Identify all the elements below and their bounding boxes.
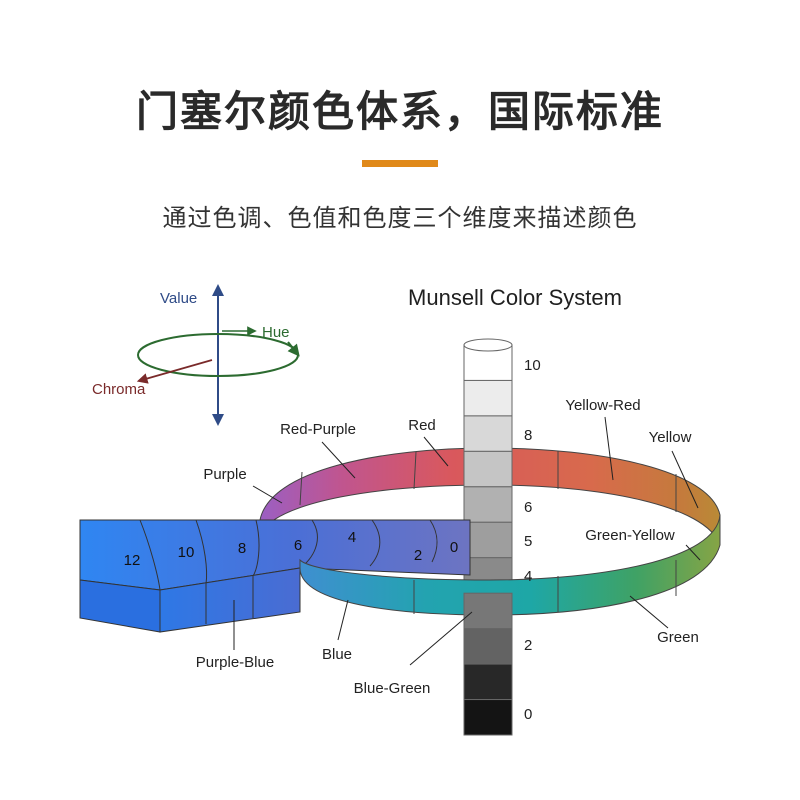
chroma-label: 6	[294, 537, 302, 554]
value-segment	[464, 416, 512, 451]
hue-label-yellow: Yellow	[649, 429, 692, 446]
value-label: 6	[524, 499, 532, 516]
hue-pointer-blue	[338, 600, 348, 640]
chroma-label: 4	[348, 529, 356, 546]
hue-label-green-yellow: Green-Yellow	[585, 527, 675, 544]
value-segment	[464, 700, 512, 735]
value-segment	[464, 380, 512, 415]
value-segment	[464, 522, 512, 557]
hue-label-red: Red	[408, 417, 436, 434]
chroma-label: 0	[450, 539, 458, 556]
value-legend-label: Value	[160, 290, 197, 307]
hue-legend-label: Hue	[262, 324, 290, 341]
chroma-label: 10	[178, 544, 195, 561]
diagram-heading: Munsell Color System	[408, 285, 622, 310]
value-label: 0	[524, 706, 532, 723]
hue-label-green: Green	[657, 629, 699, 646]
value-segment	[464, 664, 512, 699]
value-label: 8	[524, 427, 532, 444]
value-label: 4	[524, 568, 532, 585]
value-segment	[464, 593, 512, 628]
value-column-base	[464, 593, 512, 735]
axis-legend: Value Hue Chroma	[92, 290, 298, 420]
value-column	[464, 339, 512, 593]
value-label: 2	[524, 637, 532, 654]
hue-pointer-green	[630, 596, 668, 628]
chroma-label: 12	[124, 552, 141, 569]
value-segment	[464, 487, 512, 522]
value-segment	[464, 629, 512, 664]
hue-label-purple: Purple	[203, 466, 246, 483]
chroma-plate	[80, 520, 470, 632]
hue-arrow	[288, 342, 296, 352]
value-column-cap	[464, 339, 512, 351]
hue-label-blue-green: Blue-Green	[354, 680, 431, 697]
hue-label-yellow-red: Yellow-Red	[565, 397, 640, 414]
chroma-legend-label: Chroma	[92, 381, 146, 398]
chroma-axis-arrow	[142, 360, 212, 380]
hue-pointer-blue-green	[410, 612, 472, 665]
hue-label-blue: Blue	[322, 646, 352, 663]
value-scale-labels: 10 8 6 5 4 2 0	[524, 357, 541, 723]
hue-label-purple-blue: Purple-Blue	[196, 654, 274, 671]
chroma-label: 8	[238, 540, 246, 557]
value-label: 10	[524, 357, 541, 374]
chroma-label: 2	[414, 547, 422, 564]
value-segment	[464, 451, 512, 486]
value-label: 5	[524, 533, 532, 550]
hue-label-red-purple: Red-Purple	[280, 421, 356, 438]
